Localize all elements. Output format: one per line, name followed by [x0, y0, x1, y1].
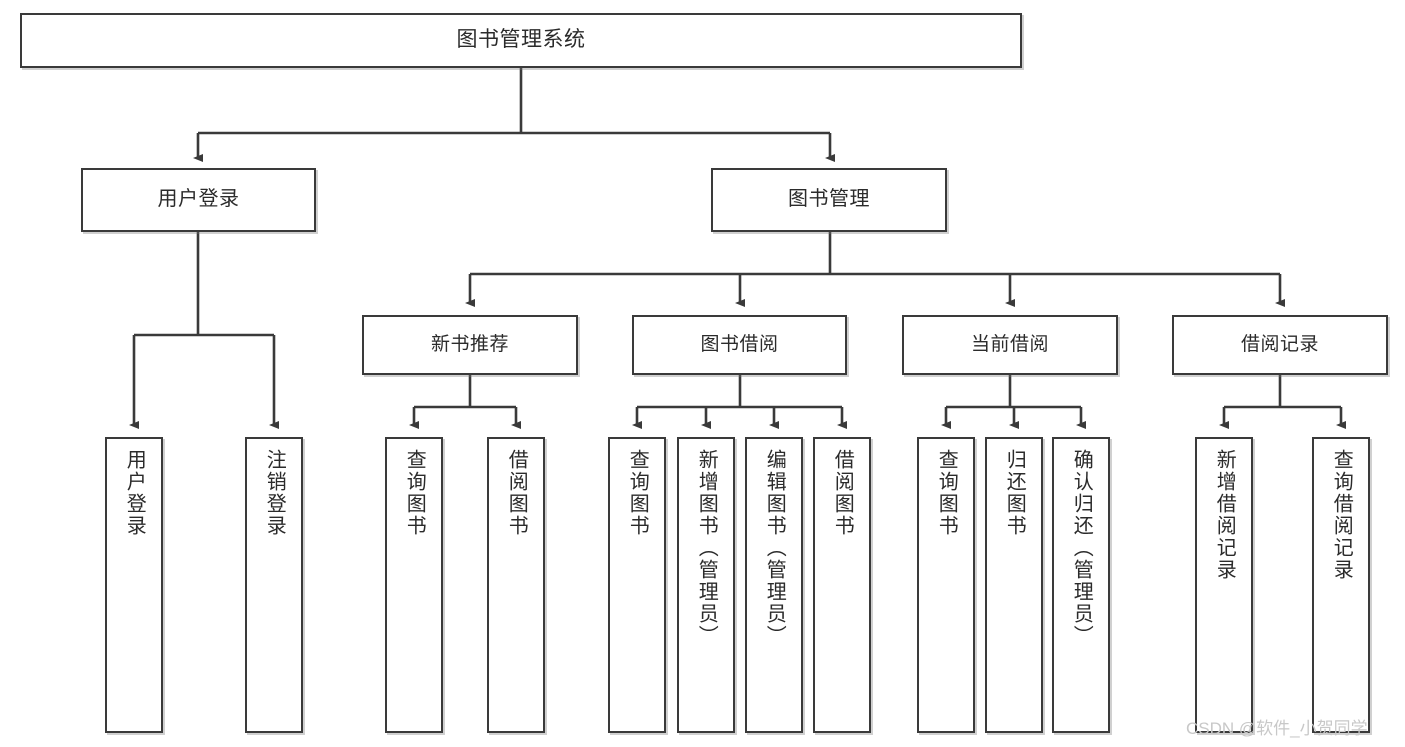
node-book-borrow-label: 图书借阅: [700, 333, 779, 355]
node-root[interactable]: 图书管理系统: [20, 13, 1022, 68]
watermark: CSDN @软件_小贺同学: [1186, 719, 1368, 738]
node-leaf-query-book-2-label: 查询图书: [626, 449, 649, 537]
node-leaf-confirm-return[interactable]: 确认归还（管理员）: [1052, 437, 1110, 733]
node-leaf-borrow-book-2-label: 借阅图书: [831, 449, 854, 537]
node-new-book-recommend[interactable]: 新书推荐: [362, 315, 578, 375]
node-leaf-query-book-1[interactable]: 查询图书: [385, 437, 443, 733]
node-user-login[interactable]: 用户登录: [81, 168, 316, 232]
node-book-manage-label: 图书管理: [788, 188, 870, 211]
node-leaf-user-logout[interactable]: 注销登录: [245, 437, 303, 733]
node-leaf-query-book-1-label: 查询图书: [403, 449, 426, 537]
node-user-login-label: 用户登录: [157, 188, 240, 211]
node-leaf-query-book-2[interactable]: 查询图书: [608, 437, 666, 733]
node-borrow-record-label: 借阅记录: [1240, 333, 1319, 355]
node-leaf-return-book-label: 归还图书: [1003, 449, 1026, 537]
node-leaf-add-record-label: 新增借阅记录: [1213, 449, 1236, 581]
node-leaf-query-book-3-label: 查询图书: [935, 449, 958, 537]
node-leaf-edit-book-label: 编辑图书（管理员）: [763, 449, 786, 647]
node-book-manage[interactable]: 图书管理: [711, 168, 947, 232]
node-leaf-borrow-book-1-label: 借阅图书: [505, 449, 528, 537]
node-leaf-query-record[interactable]: 查询借阅记录: [1312, 437, 1370, 733]
node-leaf-return-book[interactable]: 归还图书: [985, 437, 1043, 733]
node-leaf-confirm-return-label: 确认归还（管理员）: [1070, 449, 1093, 647]
node-root-label: 图书管理系统: [456, 28, 586, 52]
node-leaf-user-login[interactable]: 用户登录: [105, 437, 163, 733]
node-leaf-edit-book[interactable]: 编辑图书（管理员）: [745, 437, 803, 733]
node-new-book-recommend-label: 新书推荐: [430, 333, 509, 355]
node-leaf-user-login-label: 用户登录: [123, 449, 146, 537]
node-leaf-query-book-3[interactable]: 查询图书: [917, 437, 975, 733]
node-current-borrow-label: 当前借阅: [970, 333, 1049, 355]
node-current-borrow[interactable]: 当前借阅: [902, 315, 1118, 375]
node-leaf-add-book-label: 新增图书（管理员）: [695, 449, 718, 647]
node-borrow-record[interactable]: 借阅记录: [1172, 315, 1388, 375]
node-leaf-add-record[interactable]: 新增借阅记录: [1195, 437, 1253, 733]
node-leaf-borrow-book-2[interactable]: 借阅图书: [813, 437, 871, 733]
node-leaf-add-book[interactable]: 新增图书（管理员）: [677, 437, 735, 733]
node-leaf-query-record-label: 查询借阅记录: [1330, 449, 1353, 581]
node-leaf-borrow-book-1[interactable]: 借阅图书: [487, 437, 545, 733]
node-book-borrow[interactable]: 图书借阅: [632, 315, 847, 375]
node-leaf-user-logout-label: 注销登录: [263, 449, 286, 537]
